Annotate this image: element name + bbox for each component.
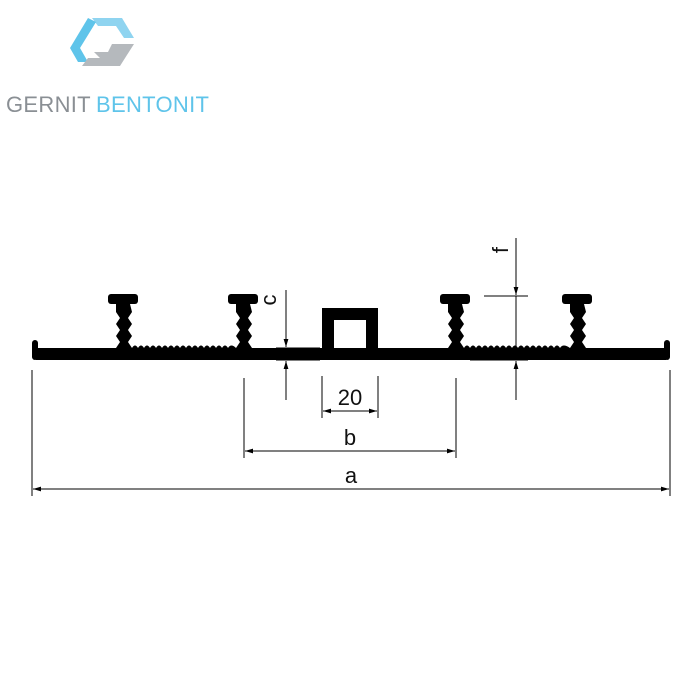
profile-shape — [32, 294, 670, 360]
dimension-label-f: f — [488, 246, 513, 253]
rib-2 — [228, 294, 258, 348]
company-logo — [70, 18, 134, 66]
hexagon-g-logo-icon — [70, 18, 134, 66]
dimension-lines — [31, 238, 671, 496]
dimension-label-c: c — [256, 295, 281, 306]
brand-name-gernit: GERNIT — [6, 92, 91, 117]
dimension-label-b: b — [344, 425, 356, 450]
rib-4 — [562, 294, 592, 348]
dimension-label-bulb-width: 20 — [338, 385, 362, 410]
dimension-label-a: a — [345, 463, 358, 488]
brand-name-bentonit: BENTONIT — [96, 92, 210, 117]
rib-1 — [108, 294, 138, 348]
base-serrations — [132, 345, 570, 348]
rib-3 — [440, 294, 470, 348]
